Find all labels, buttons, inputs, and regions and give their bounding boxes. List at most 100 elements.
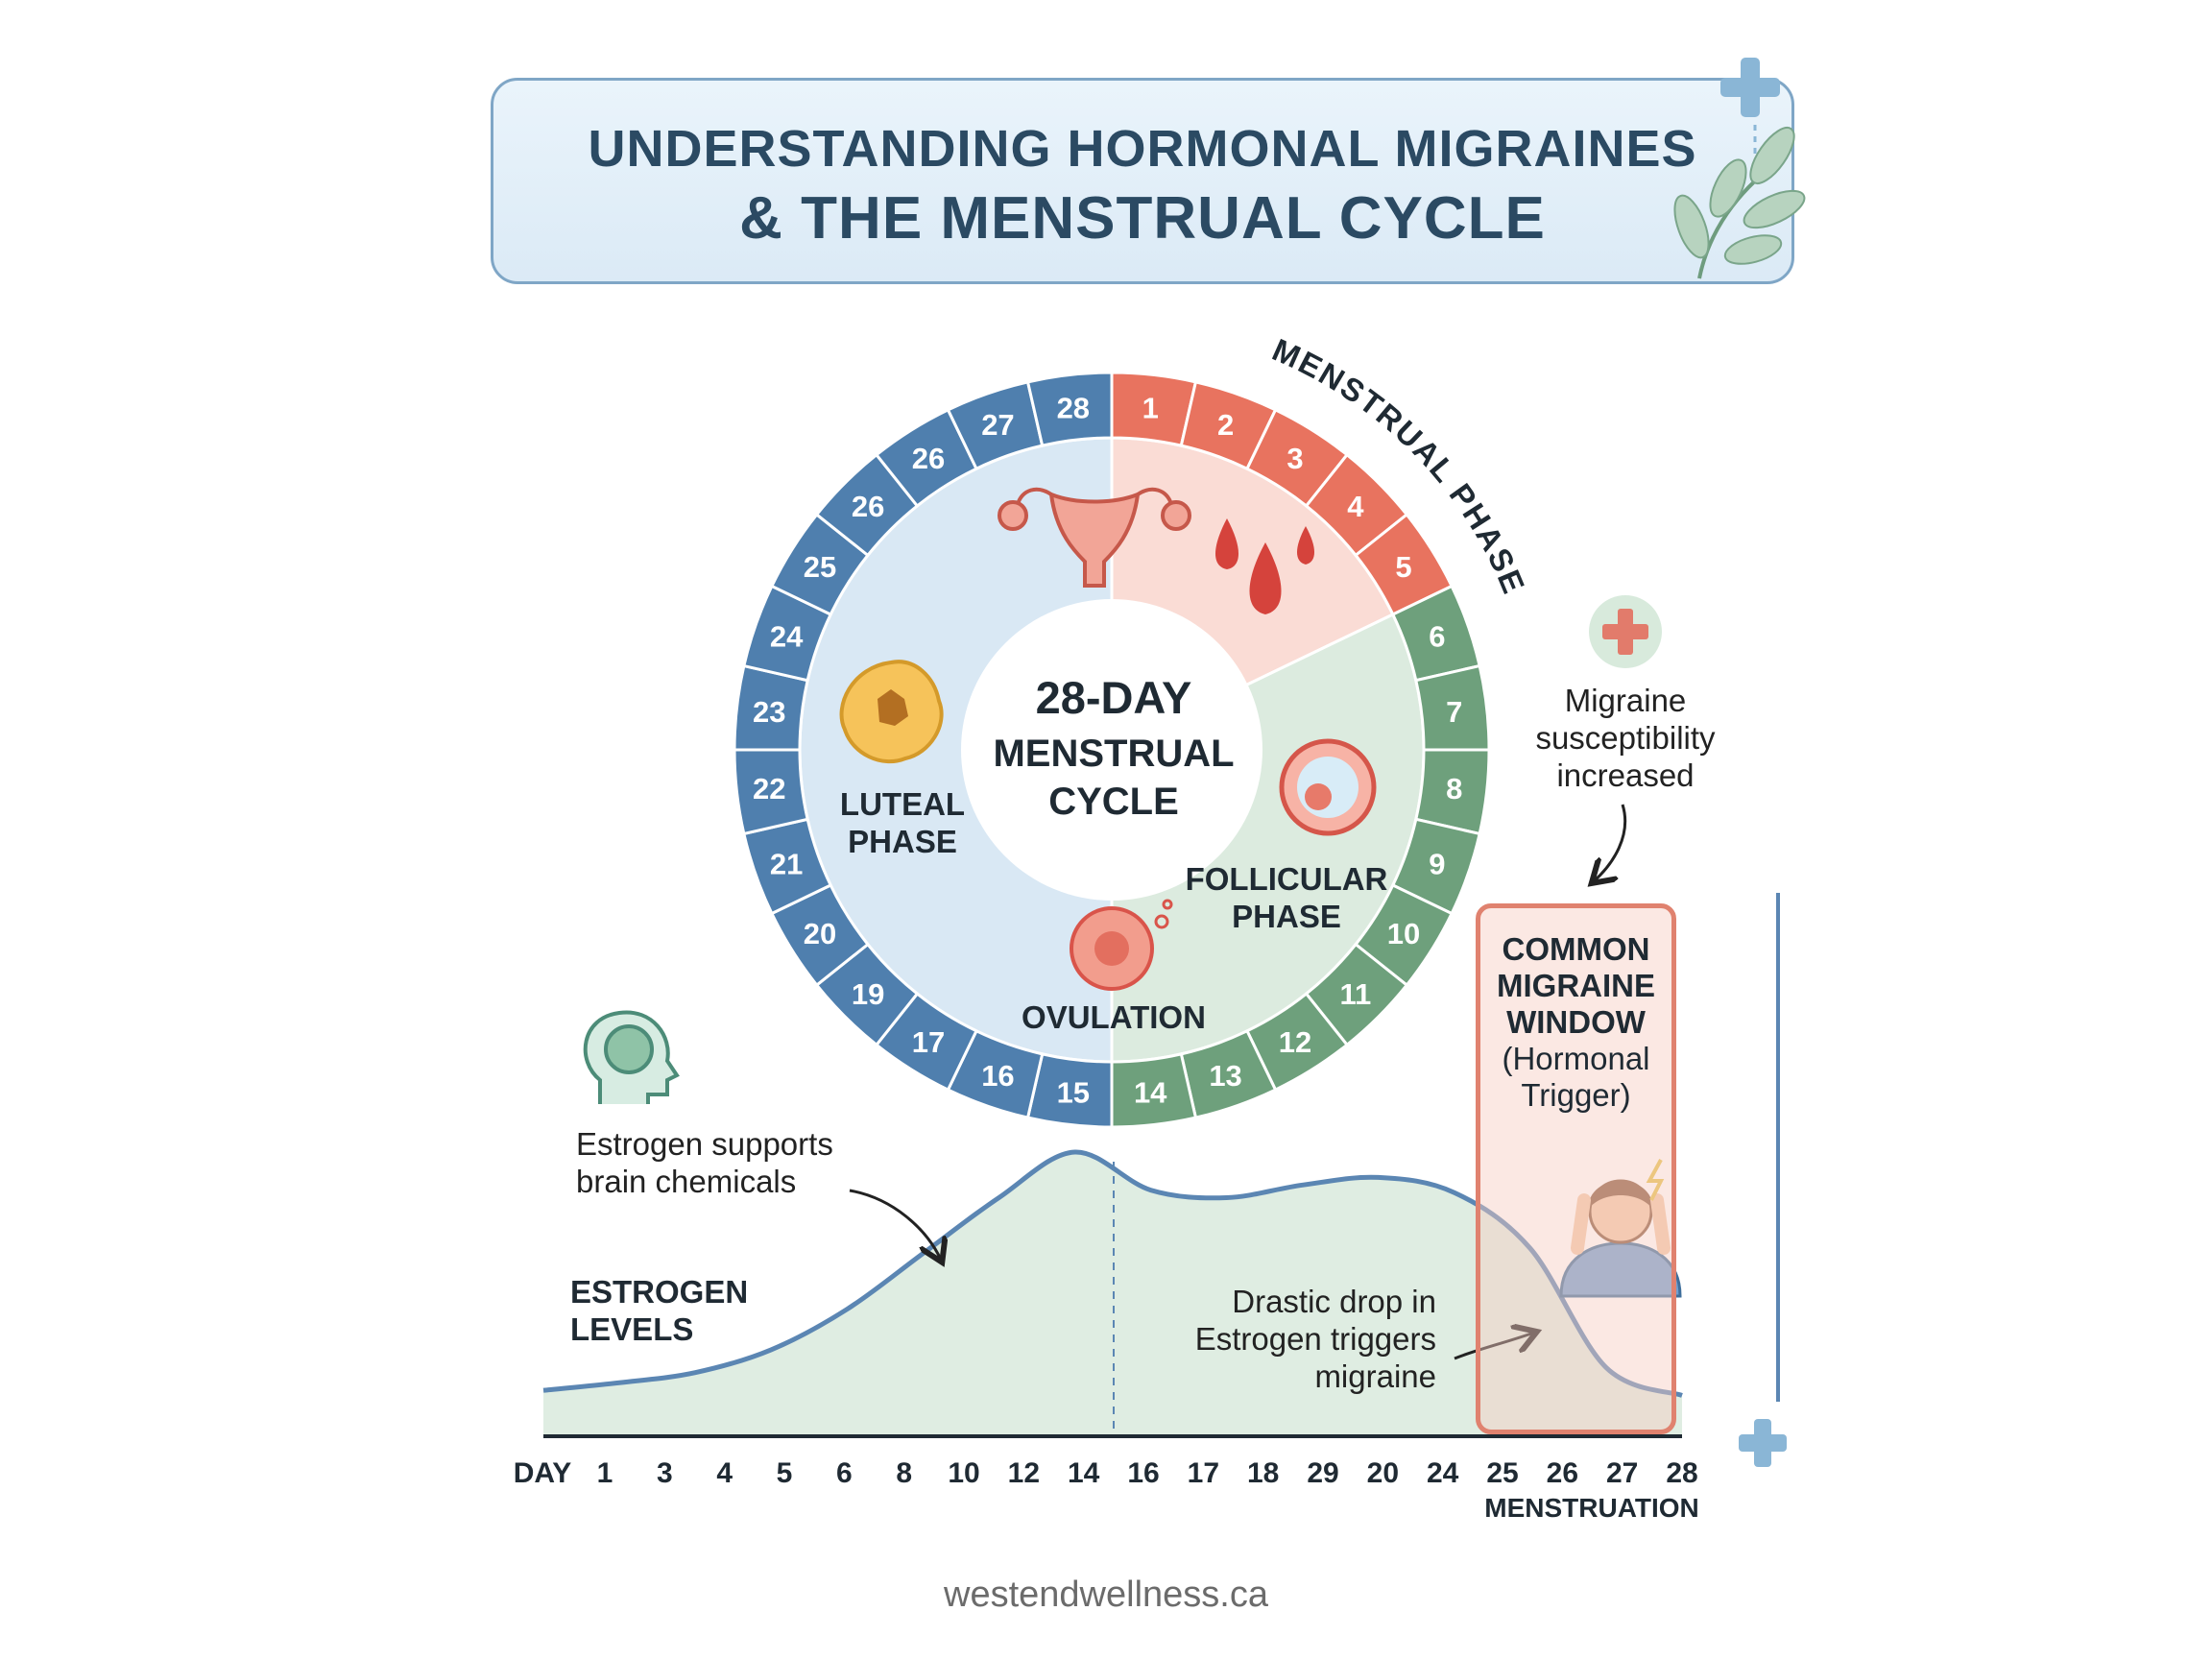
- x-tick-label: 8: [896, 1457, 912, 1489]
- follicle-icon: [1279, 738, 1377, 836]
- x-tick-label: 26: [1547, 1457, 1578, 1489]
- uterus-icon: [998, 487, 1191, 588]
- migraine-window-text: COMMON MIGRAINE WINDOW (Hormonal Trigger…: [1480, 931, 1671, 1114]
- window-line-2: MIGRAINE: [1497, 968, 1655, 1003]
- estrogen-support-line-2: brain chemicals: [576, 1164, 797, 1199]
- estrogen-drop-note: Drastic drop in Estrogen triggers migrai…: [1142, 1283, 1436, 1395]
- day-label: 10: [1387, 917, 1420, 950]
- day-label: 19: [852, 977, 884, 1011]
- day-label: 21: [770, 848, 803, 881]
- estrogen-levels-line-1: ESTROGEN: [570, 1274, 749, 1310]
- x-tick-label: 4: [716, 1457, 733, 1489]
- x-tick-label: 1: [597, 1457, 613, 1489]
- x-tick-label: 10: [948, 1457, 979, 1489]
- window-line-4: (Hormonal: [1502, 1041, 1650, 1076]
- migraine-window-box: COMMON MIGRAINE WINDOW (Hormonal Trigger…: [1476, 903, 1676, 1434]
- cycle-center-line-2: MENSTRUAL: [993, 733, 1235, 775]
- day-label: 3: [1286, 442, 1303, 475]
- x-tick-label: 29: [1307, 1457, 1338, 1489]
- luteal-line-1: LUTEAL: [839, 786, 966, 822]
- follicular-line-2: PHASE: [1232, 899, 1341, 934]
- day-label: 7: [1446, 695, 1462, 729]
- leaf-icon: [1673, 127, 1806, 279]
- day-label: 25: [804, 550, 836, 584]
- estrogen-levels-label: ESTROGEN LEVELS: [570, 1273, 781, 1348]
- plus-icon-bottom: [1739, 1419, 1787, 1467]
- x-tick-label: 12: [1008, 1457, 1040, 1489]
- estrogen-support-note: Estrogen supports brain chemicals: [576, 1125, 883, 1200]
- day-label: 13: [1209, 1059, 1241, 1093]
- follicular-phase-label: FOLLICULAR PHASE: [1181, 860, 1392, 935]
- day-label: 27: [981, 408, 1014, 442]
- plus-icon: [1720, 58, 1780, 117]
- x-tick-label: 14: [1068, 1457, 1100, 1489]
- x-tick-label: 16: [1127, 1457, 1159, 1489]
- day-label: 28: [1057, 391, 1090, 424]
- day-label: 1: [1142, 391, 1159, 424]
- title-line-1: UNDERSTANDING HORMONAL MIGRAINES: [588, 120, 1697, 178]
- estrogen-drop-line-2: Estrogen triggers: [1194, 1321, 1436, 1357]
- egg-icon: [1070, 899, 1173, 991]
- cycle-center-circle: [961, 599, 1262, 901]
- susceptibility-line-1: Migraine: [1564, 683, 1687, 718]
- day-label: 14: [1134, 1076, 1167, 1110]
- x-tick-label: 6: [836, 1457, 853, 1489]
- day-label: 11: [1339, 977, 1371, 1011]
- susceptibility-plus-icon: [1589, 595, 1662, 668]
- day-label: 4: [1347, 490, 1364, 523]
- x-tick-label: 20: [1367, 1457, 1399, 1489]
- ovulation-label: OVULATION: [1022, 999, 1206, 1035]
- corpus-luteum-icon: [839, 660, 944, 764]
- estrogen-drop-line-3: migraine: [1314, 1358, 1436, 1394]
- headache-person-icon: [1559, 1159, 1682, 1298]
- luteal-phase-label: LUTEAL PHASE: [816, 785, 989, 860]
- susceptibility-line-3: increased: [1556, 757, 1695, 793]
- blood-drops-icon: [1215, 518, 1314, 614]
- day-label: 26: [852, 490, 884, 523]
- estrogen-chart: DAY 1 3 4 5 6 8 10 12 14 16 17 18 29 20 24 25 26 27 28MENST…: [514, 1149, 1699, 1523]
- x-axis-prefix: DAY: [514, 1457, 572, 1489]
- day-segment: [1025, 371, 1114, 447]
- day-label: 2: [1217, 408, 1234, 442]
- day-label: 22: [753, 772, 785, 805]
- x-tick-label: 24: [1427, 1457, 1459, 1489]
- window-line-1: COMMON: [1502, 931, 1650, 967]
- day-label: 8: [1446, 772, 1462, 805]
- day-label: 6: [1429, 619, 1445, 653]
- estrogen-levels-line-2: LEVELS: [570, 1311, 694, 1347]
- cycle-center-title: 28-DAY: [989, 672, 1238, 724]
- estrogen-support-line-1: Estrogen supports: [576, 1126, 833, 1162]
- title-banner: UNDERSTANDING HORMONAL MIGRAINES & THE M…: [491, 78, 1794, 284]
- day-label: 26: [912, 442, 945, 475]
- x-tick-label: 27: [1606, 1457, 1638, 1489]
- x-tick-label: 17: [1188, 1457, 1219, 1489]
- cycle-center-line-1: 28-DAY: [1035, 672, 1192, 723]
- cycle-center-line-3: CYCLE: [1048, 781, 1179, 823]
- x-tick-label: 25: [1486, 1457, 1518, 1489]
- day-label: 23: [753, 695, 785, 729]
- day-label: 16: [981, 1059, 1014, 1093]
- follicular-line-1: FOLLICULAR: [1185, 861, 1388, 897]
- estrogen-line: [542, 1149, 1683, 1398]
- luteal-line-2: PHASE: [848, 824, 957, 859]
- window-line-5: Trigger): [1521, 1077, 1631, 1113]
- susceptibility-line-2: susceptibility: [1535, 720, 1716, 756]
- susceptibility-note: Migraine susceptibility increased: [1501, 682, 1750, 794]
- menstruation-sublabel: MENSTRUATION: [1484, 1493, 1698, 1523]
- day-label: 24: [770, 619, 804, 653]
- brain-head-icon: [583, 1010, 680, 1104]
- footer-website: westendwellness.ca: [944, 1575, 1268, 1615]
- x-tick-label: 28: [1666, 1457, 1697, 1489]
- x-tick-label: 5: [777, 1457, 793, 1489]
- title-line-2: & THE MENSTRUAL CYCLE: [739, 185, 1546, 252]
- day-label: 12: [1279, 1025, 1311, 1059]
- estrogen-drop-line-1: Drastic drop in: [1232, 1284, 1436, 1319]
- x-tick-label: 18: [1247, 1457, 1279, 1489]
- day-label: 17: [912, 1025, 945, 1059]
- day-label: 9: [1429, 848, 1445, 881]
- x-tick-label: 3: [657, 1457, 673, 1489]
- day-label: 20: [804, 917, 836, 950]
- cycle-wheel: 1234567891011121314151617192021222324252…: [733, 331, 1530, 1129]
